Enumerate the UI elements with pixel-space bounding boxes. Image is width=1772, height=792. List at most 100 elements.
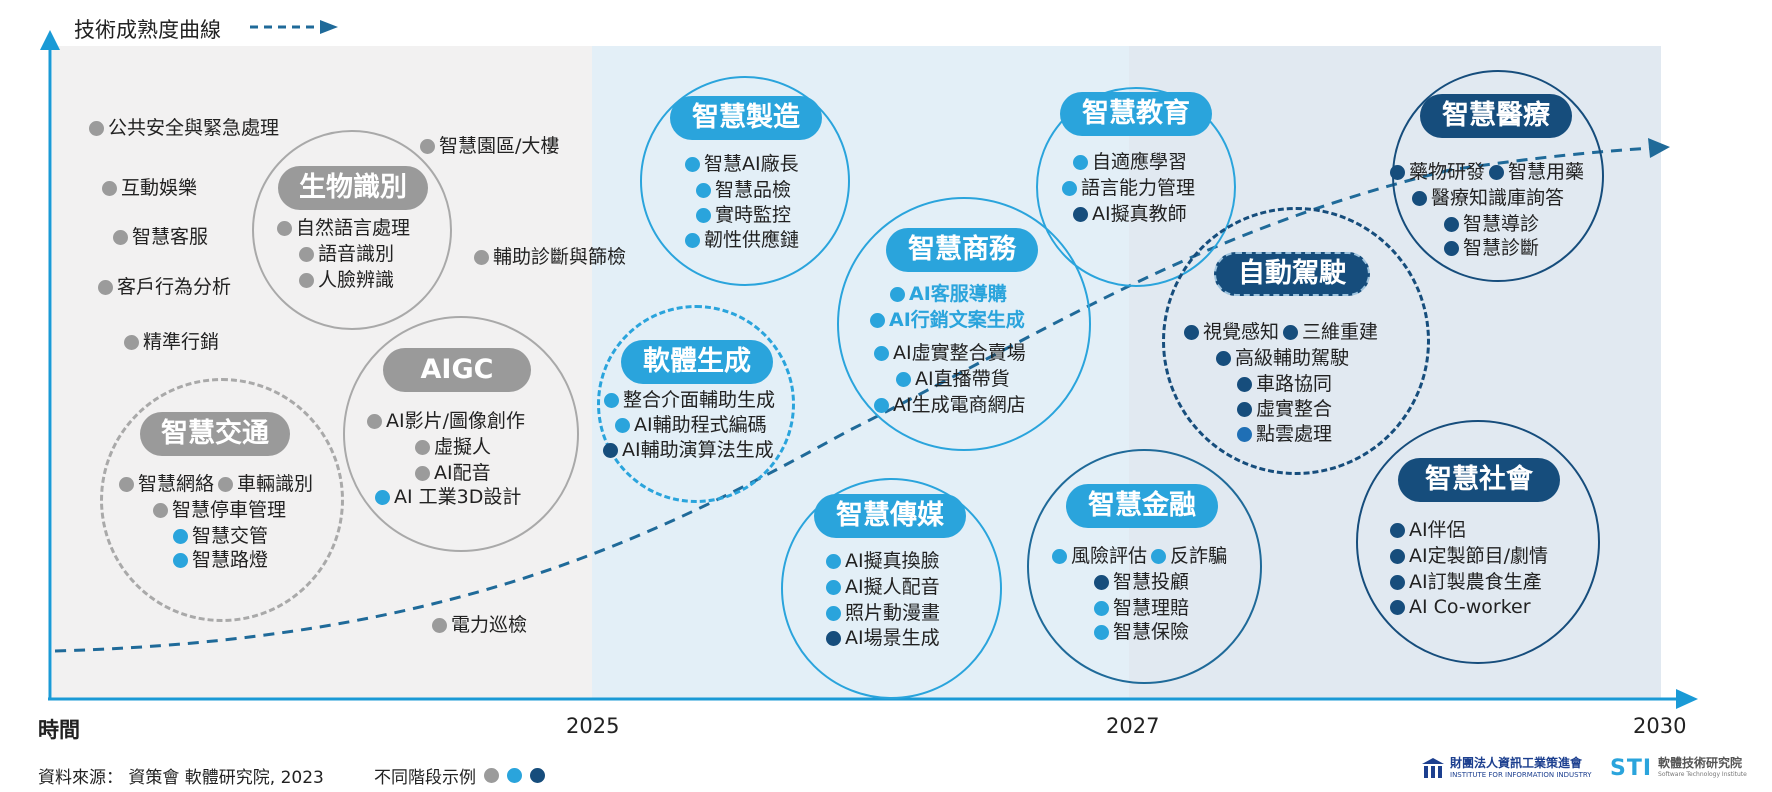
medical-item-diagnosis: 智慧診斷 xyxy=(1444,236,1539,260)
cluster-smart-manufacturing-title: 智慧製造 xyxy=(670,96,822,140)
commerce-item-marketing-copy: AI行銷文案生成 xyxy=(870,308,1025,332)
society-item-agri-food: AI訂製農食生產 xyxy=(1390,570,1542,594)
media-item-face-swap: AI擬真換臉 xyxy=(826,549,940,573)
sti-logo-mark: STI xyxy=(1610,756,1653,781)
finance-item-insurance: 智慧保險 xyxy=(1094,620,1189,644)
medical-item-drug-rd: 藥物研發智慧用藥 xyxy=(1390,160,1584,184)
biometrics-item-nlp: 自然語言處理 xyxy=(277,216,410,240)
driving-item-v2x: 車路協同 xyxy=(1237,372,1332,396)
software-item-algorithm: AI輔助演算法生成 xyxy=(603,438,774,462)
cluster-aigc xyxy=(343,316,579,552)
item-diag-screening: 輔助診斷與篩檢 xyxy=(474,245,626,269)
education-item-ai-teacher: AI擬真教師 xyxy=(1073,202,1187,226)
biometrics-item-face: 人臉辨識 xyxy=(299,268,394,292)
cluster-smart-education-title: 智慧教育 xyxy=(1060,92,1212,136)
cluster-smart-finance-title: 智慧金融 xyxy=(1066,484,1218,528)
software-item-interface: 整合介面輔助生成 xyxy=(604,388,775,412)
cluster-smart-medical-title: 智慧醫療 xyxy=(1420,94,1572,138)
biometrics-item-speech: 語音識別 xyxy=(299,242,394,266)
driving-item-adas: 高級輔助駕駛 xyxy=(1216,346,1349,370)
commerce-item-live-selling: AI直播帶貨 xyxy=(896,367,1010,391)
item-smart-customer-service: 智慧客服 xyxy=(113,225,208,249)
aigc-item-3d-design: AI 工業3D設計 xyxy=(375,485,521,509)
media-item-scene: AI場景生成 xyxy=(826,626,940,650)
stage-legend-late xyxy=(530,768,545,783)
cluster-smart-society xyxy=(1356,420,1600,664)
item-precision-marketing: 精準行銷 xyxy=(124,330,219,354)
traffic-item-streetlight: 智慧路燈 xyxy=(173,548,268,572)
education-item-language: 語言能力管理 xyxy=(1062,176,1195,200)
education-item-adaptive: 自適應學習 xyxy=(1073,150,1187,174)
medical-item-knowledge: 醫療知識庫詢答 xyxy=(1412,186,1564,210)
aigc-item-virtual-human: 虛擬人 xyxy=(415,435,491,459)
traffic-item-network: 智慧網絡車輛識別 xyxy=(119,472,313,496)
iii-logo-icon xyxy=(1422,758,1444,778)
medical-item-triage: 智慧導診 xyxy=(1444,212,1539,236)
driving-item-mixed-reality: 虛實整合 xyxy=(1237,397,1332,421)
manufacturing-item-monitoring: 實時監控 xyxy=(696,203,791,227)
aigc-item-dubbing: AI配音 xyxy=(415,461,491,485)
society-item-custom-show: AI定製節目/劇情 xyxy=(1390,544,1548,568)
media-item-voice: AI擬人配音 xyxy=(826,575,940,599)
stage-legend-early xyxy=(484,768,499,783)
sti-logo: STI 軟體技術研究院 Software Technology Institut… xyxy=(1610,756,1747,781)
legend-arrow xyxy=(320,20,338,34)
cluster-smart-manufacturing xyxy=(640,76,850,286)
cluster-software-generation-title: 軟體生成 xyxy=(621,340,773,384)
y-axis-arrow xyxy=(40,30,60,50)
traffic-item-control: 智慧交管 xyxy=(173,524,268,548)
cluster-smart-commerce xyxy=(837,197,1091,451)
aigc-item-video: AI影片/圖像創作 xyxy=(367,409,525,433)
cluster-smart-society-title: 智慧社會 xyxy=(1398,458,1560,502)
iii-logo-en: INSTITUTE FOR INFORMATION INDUSTRY xyxy=(1450,771,1592,779)
cluster-autonomous-driving-title: 自動駕駛 xyxy=(1214,252,1370,296)
manufacturing-item-inspection: 智慧品檢 xyxy=(696,178,791,202)
cluster-smart-media-title: 智慧傳媒 xyxy=(814,494,966,538)
cluster-biometrics xyxy=(252,130,452,330)
item-customer-behavior: 客戶行為分析 xyxy=(98,275,231,299)
driving-item-point-cloud: 點雲處理 xyxy=(1237,422,1332,446)
year-2030: 2030 xyxy=(1633,714,1687,738)
commerce-item-eshop: AI生成電商網店 xyxy=(874,393,1026,417)
year-2025: 2025 xyxy=(566,714,620,738)
cluster-smart-finance xyxy=(1027,449,1262,684)
society-item-coworker: AI Co-worker xyxy=(1390,595,1531,619)
source-note: 資料來源： 資策會 軟體研究院, 2023 xyxy=(38,768,324,788)
year-2027: 2027 xyxy=(1106,714,1160,738)
cluster-smart-commerce-title: 智慧商務 xyxy=(886,228,1038,272)
commerce-item-omo-store: AI虛實整合賣場 xyxy=(874,341,1026,365)
driving-item-vision: 視覺感知三維重建 xyxy=(1184,320,1378,344)
item-public-safety: 公共安全與緊急處理 xyxy=(89,116,279,140)
media-item-anime: 照片動漫畫 xyxy=(826,601,940,625)
item-power-patrol: 電力巡檢 xyxy=(432,613,527,637)
software-item-coding: AI輔助程式編碼 xyxy=(615,413,767,437)
stage-legend: 不同階段示例 xyxy=(374,763,549,788)
finance-item-risk: 風險評估反詐騙 xyxy=(1052,544,1227,568)
sti-logo-name: 軟體技術研究院 xyxy=(1658,755,1743,770)
y-axis-label: 時間 xyxy=(38,718,80,742)
item-interactive-entertainment: 互動娛樂 xyxy=(102,176,197,200)
cluster-aigc-title: AIGC xyxy=(383,348,531,392)
sti-logo-en: Software Technology Institute xyxy=(1658,770,1747,778)
finance-item-advisor: 智慧投顧 xyxy=(1094,570,1189,594)
manufacturing-item-supply-chain: 韌性供應鏈 xyxy=(685,228,799,252)
cluster-smart-traffic xyxy=(100,378,344,622)
society-item-companion: AI伴侶 xyxy=(1390,518,1466,542)
finance-item-claims: 智慧理賠 xyxy=(1094,596,1189,620)
maturity-curve-arrow xyxy=(1648,138,1670,158)
cluster-smart-education xyxy=(1036,87,1236,287)
traffic-item-parking: 智慧停車管理 xyxy=(153,498,286,522)
commerce-item-cs-guide: AI客服導購 xyxy=(890,282,1007,306)
cluster-smart-traffic-title: 智慧交通 xyxy=(140,412,290,456)
curve-legend-label: 技術成熟度曲線 xyxy=(74,18,221,42)
stage-legend-mid xyxy=(507,768,522,783)
iii-logo-name: 財團法人資訊工業策進會 xyxy=(1450,756,1583,770)
item-smart-park: 智慧園區/大樓 xyxy=(420,134,559,158)
cluster-smart-media xyxy=(781,478,1002,699)
stage-legend-label: 不同階段示例 xyxy=(374,768,476,788)
manufacturing-item-ai-director: 智慧AI廠長 xyxy=(685,152,799,176)
iii-logo: 財團法人資訊工業策進會 INSTITUTE FOR INFORMATION IN… xyxy=(1420,756,1592,782)
cluster-software-generation xyxy=(597,305,795,503)
x-axis-arrow xyxy=(1676,689,1698,709)
cluster-biometrics-title: 生物識別 xyxy=(278,166,428,210)
